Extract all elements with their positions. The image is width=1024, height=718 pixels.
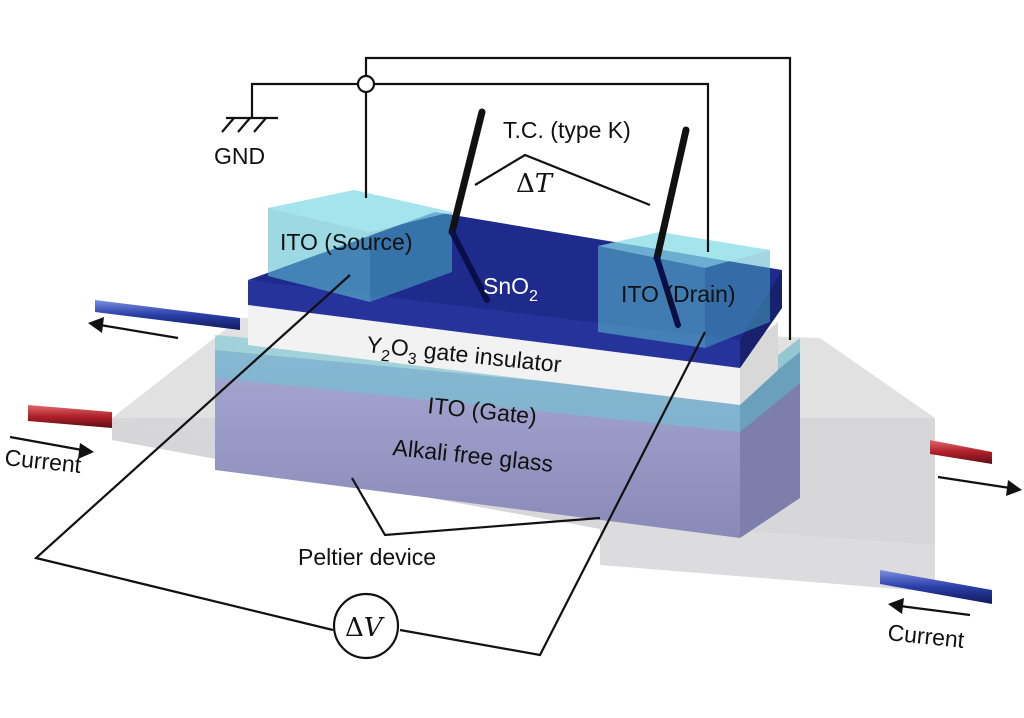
thermocouple-left bbox=[448, 108, 486, 236]
gate-insulator bbox=[248, 295, 778, 405]
drain-label: ITO (Drain) bbox=[621, 281, 736, 307]
channel-sub: 2 bbox=[529, 288, 538, 305]
channel-base: SnO bbox=[483, 273, 529, 299]
arrow-left-head bbox=[78, 443, 94, 459]
current-leads bbox=[28, 300, 992, 604]
gate-side bbox=[740, 338, 800, 432]
delta-v-variable: V bbox=[364, 613, 385, 643]
ito-source-pad bbox=[268, 190, 452, 302]
channel-front bbox=[248, 280, 740, 368]
current-arrows bbox=[9, 317, 1022, 617]
arrow-right-head bbox=[1006, 480, 1022, 496]
tc-label: T.C. (type K) bbox=[503, 117, 631, 143]
gate-front bbox=[215, 335, 740, 432]
insulator-y: Y bbox=[365, 331, 383, 358]
delta-t-variable: T bbox=[535, 169, 554, 199]
arrow-bottom-right-head bbox=[888, 598, 904, 614]
lead-top-left-blue bbox=[95, 300, 240, 330]
peltier-label: Peltier device bbox=[298, 544, 436, 570]
wire-source-to-voltmeter bbox=[33, 274, 351, 632]
lead-right-red bbox=[930, 440, 992, 464]
insulator-o: O bbox=[390, 334, 411, 362]
peltier-right-front bbox=[600, 520, 935, 592]
delta-v-label: ΔV bbox=[345, 613, 385, 643]
peltier-callout bbox=[351, 477, 601, 537]
delta-v-symbol: Δ bbox=[345, 613, 364, 643]
gnd-label: GND bbox=[214, 143, 265, 169]
delta-t-label: ΔT bbox=[516, 169, 554, 199]
delta-t-symbol: Δ bbox=[516, 169, 535, 199]
insulator-sub-1: 2 bbox=[380, 348, 391, 366]
thermocouple-right-buried bbox=[654, 255, 681, 328]
drain-side bbox=[705, 250, 770, 348]
source-label: ITO (Source) bbox=[280, 229, 413, 255]
current-right-label: Current bbox=[886, 619, 966, 653]
current-left-label: Current bbox=[3, 444, 83, 478]
wire-delta-t-bracket bbox=[474, 153, 651, 207]
gnd-hatch-3 bbox=[253, 117, 267, 133]
arrow-top-left-head bbox=[88, 317, 104, 333]
arrow-right-shaft bbox=[937, 475, 1011, 490]
channel-label: SnO2 bbox=[483, 273, 538, 305]
insulator-sub-2: 3 bbox=[407, 350, 418, 368]
thermocouples bbox=[448, 108, 690, 328]
gnd-hatch-1 bbox=[221, 117, 235, 133]
wire-top-bus bbox=[364, 56, 792, 340]
wire-drain-to-voltmeter bbox=[399, 331, 706, 657]
ito-gate bbox=[215, 335, 800, 432]
insulator-side bbox=[740, 322, 778, 405]
voltmeter bbox=[332, 592, 400, 660]
drain-top bbox=[598, 232, 770, 268]
thermocouple-right bbox=[653, 126, 690, 262]
wire-junction-node bbox=[356, 74, 376, 94]
arrow-left-shaft bbox=[9, 435, 83, 452]
wire-node-to-gnd bbox=[250, 82, 358, 118]
lead-left-red bbox=[28, 405, 112, 428]
source-top bbox=[268, 190, 452, 232]
lead-right-blue bbox=[880, 570, 992, 604]
arrow-top-left-shaft bbox=[99, 323, 179, 340]
wire-node-to-drain bbox=[374, 82, 710, 252]
wiring bbox=[33, 56, 792, 660]
insulator-front bbox=[248, 295, 740, 405]
thermocouple-left-buried bbox=[449, 229, 490, 303]
source-side bbox=[370, 212, 452, 302]
arrow-bottom-right-shaft bbox=[899, 604, 971, 617]
gnd-hatch-2 bbox=[237, 117, 251, 133]
